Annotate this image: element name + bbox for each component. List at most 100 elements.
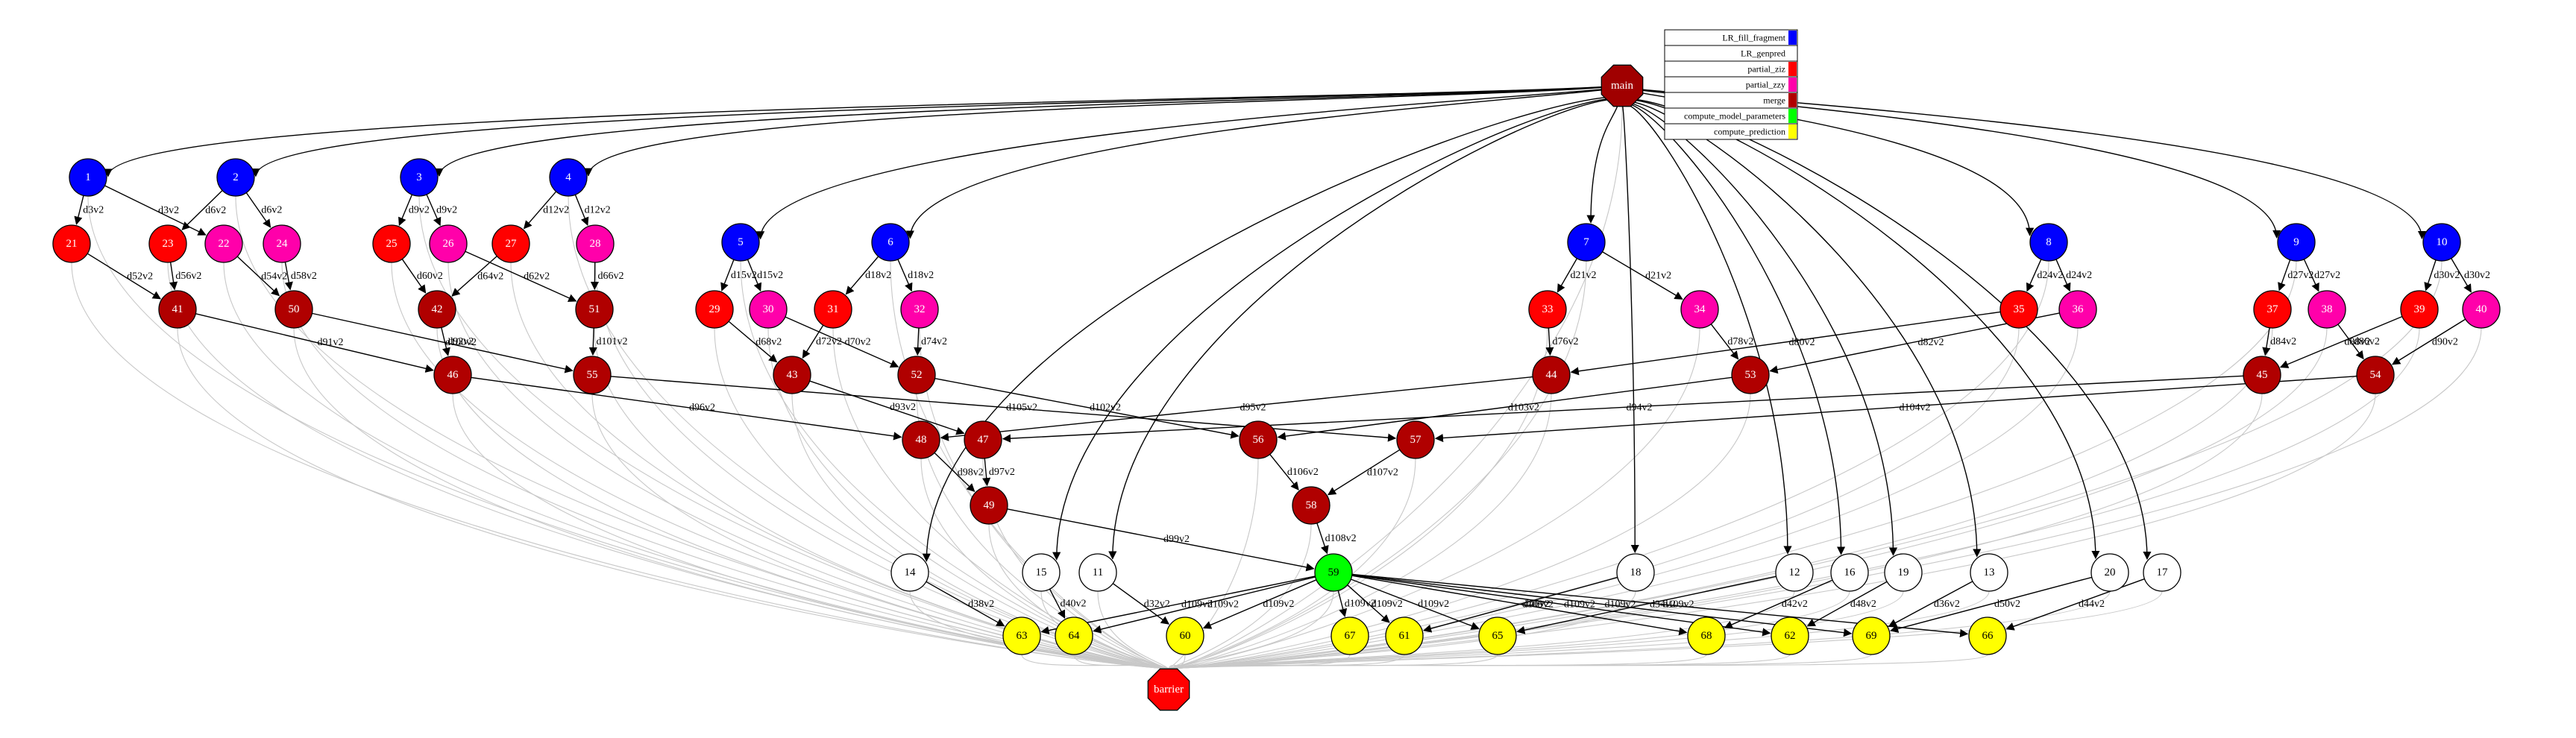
dependency-edge [1636, 100, 2100, 560]
dependency-edge [1202, 579, 1317, 629]
barrier-edge [1168, 327, 2482, 669]
task-node-31: 31 [814, 290, 852, 329]
task-node-8: 8 [2029, 223, 2068, 262]
task-node-1: 1 [69, 158, 107, 197]
task-node-circle [52, 224, 91, 263]
task-node-55: 55 [573, 356, 612, 394]
node-label: 7 [1583, 236, 1589, 248]
barrier-edge [591, 393, 1169, 669]
task-node-17: 17 [2143, 553, 2181, 592]
node-label: 22 [219, 238, 230, 250]
barrier-edge [1168, 523, 1312, 669]
edge-label: d107v2 [1367, 467, 1398, 478]
task-node-circle [1396, 420, 1435, 459]
task-node-circle [749, 290, 788, 329]
node-label: 46 [447, 369, 459, 381]
task-node-61: 61 [1385, 616, 1424, 655]
legend-swatch [1788, 46, 1797, 60]
edge-label: d88v2 [2344, 337, 2370, 348]
barrier-edge [1040, 590, 1169, 669]
task-node-circle [549, 158, 588, 197]
task-node-60: 60 [1166, 616, 1204, 655]
task-node-circle [158, 290, 197, 329]
task-node-54: 54 [2356, 356, 2395, 394]
barrier-edge [1168, 260, 2049, 669]
edge-label: d102v2 [1090, 402, 1121, 413]
task-node-46: 46 [433, 356, 472, 394]
task-node-34: 34 [1680, 290, 1719, 329]
node-label: 54 [2370, 369, 2382, 381]
task-node-circle [2058, 290, 2097, 329]
dependency-edge [1337, 590, 1348, 617]
dependency-edge [1093, 576, 1316, 634]
task-node-62: 62 [1771, 616, 1809, 655]
node-label: 36 [2073, 303, 2085, 315]
node-label: 23 [163, 238, 174, 250]
node-label: 26 [443, 238, 455, 250]
node-label: 9 [2293, 236, 2299, 248]
task-node-circle [1680, 290, 1719, 329]
dependency-edge [398, 194, 413, 227]
edge-label: d80v2 [1788, 337, 1815, 348]
node-label: 39 [2414, 303, 2425, 315]
edge-label: d24v2 [2037, 270, 2063, 281]
dependency-edge [1516, 575, 1777, 634]
node-label: 51 [589, 303, 600, 315]
dependency-edge [104, 185, 207, 236]
legend-label: partial_zzy [1746, 80, 1785, 90]
dependency-edge [922, 97, 1605, 562]
task-node-circle [2243, 356, 2281, 394]
legend-label: merge [1763, 95, 1785, 106]
dependency-edge [1630, 104, 1846, 555]
task-node-circle [148, 224, 187, 263]
task-node-circle [1567, 223, 1606, 262]
task-node-circle [1968, 616, 2007, 655]
node-label: 35 [2014, 303, 2025, 315]
task-node-41: 41 [158, 290, 197, 329]
task-node-circle [1999, 290, 2038, 329]
task-node-circle [2029, 223, 2068, 262]
task-node-circle [491, 224, 530, 263]
edge-label: d40v2 [1061, 599, 1087, 610]
barrier-edge [1097, 590, 1169, 669]
dependency-edge [2451, 258, 2472, 293]
task-node-circle [2277, 223, 2316, 262]
barrier-edge [919, 327, 1169, 669]
task-node-45: 45 [2243, 356, 2281, 394]
dependency-edge [435, 86, 1602, 177]
node-label: 40 [2476, 303, 2487, 315]
node-label: main [1611, 80, 1633, 92]
dependency-edge [809, 380, 965, 435]
dependency-edge [1007, 508, 1315, 572]
task-node-68: 68 [1687, 616, 1726, 655]
task-node-circle [1731, 356, 1770, 394]
edge-label: d109v2 [1663, 599, 1694, 610]
node-label: 19 [1898, 567, 1909, 578]
dependency-edge [2026, 259, 2042, 292]
task-node-25: 25 [372, 224, 411, 263]
node-label: 62 [1785, 630, 1796, 642]
edge-label: d100v2 [445, 337, 477, 348]
dependency-edge [1434, 375, 2357, 443]
dependency-edge [1634, 101, 1982, 558]
edge-label: d56v2 [175, 271, 201, 282]
node-label: 66 [1982, 630, 1994, 642]
task-node-43: 43 [773, 356, 811, 394]
task-node-circle [1002, 616, 1041, 655]
edge-label: d106v2 [1287, 467, 1319, 478]
edge-label: d94v2 [1626, 402, 1652, 413]
edge-label: d36v2 [1934, 599, 1960, 610]
edge-label: d93v2 [890, 402, 916, 413]
task-node-circle [2253, 290, 2292, 329]
task-node-circle [1830, 553, 1869, 592]
edge-label: d62v2 [524, 271, 550, 283]
dependency-edge [195, 313, 434, 373]
task-node-30: 30 [749, 290, 788, 329]
task-node-28: 28 [576, 224, 615, 263]
dependency-edge [1049, 588, 1066, 619]
barrier-edge [1168, 327, 1548, 669]
task-node-circle [2143, 553, 2181, 592]
edge-label: d82v2 [1917, 337, 1944, 348]
node-label: 56 [1253, 434, 1265, 446]
